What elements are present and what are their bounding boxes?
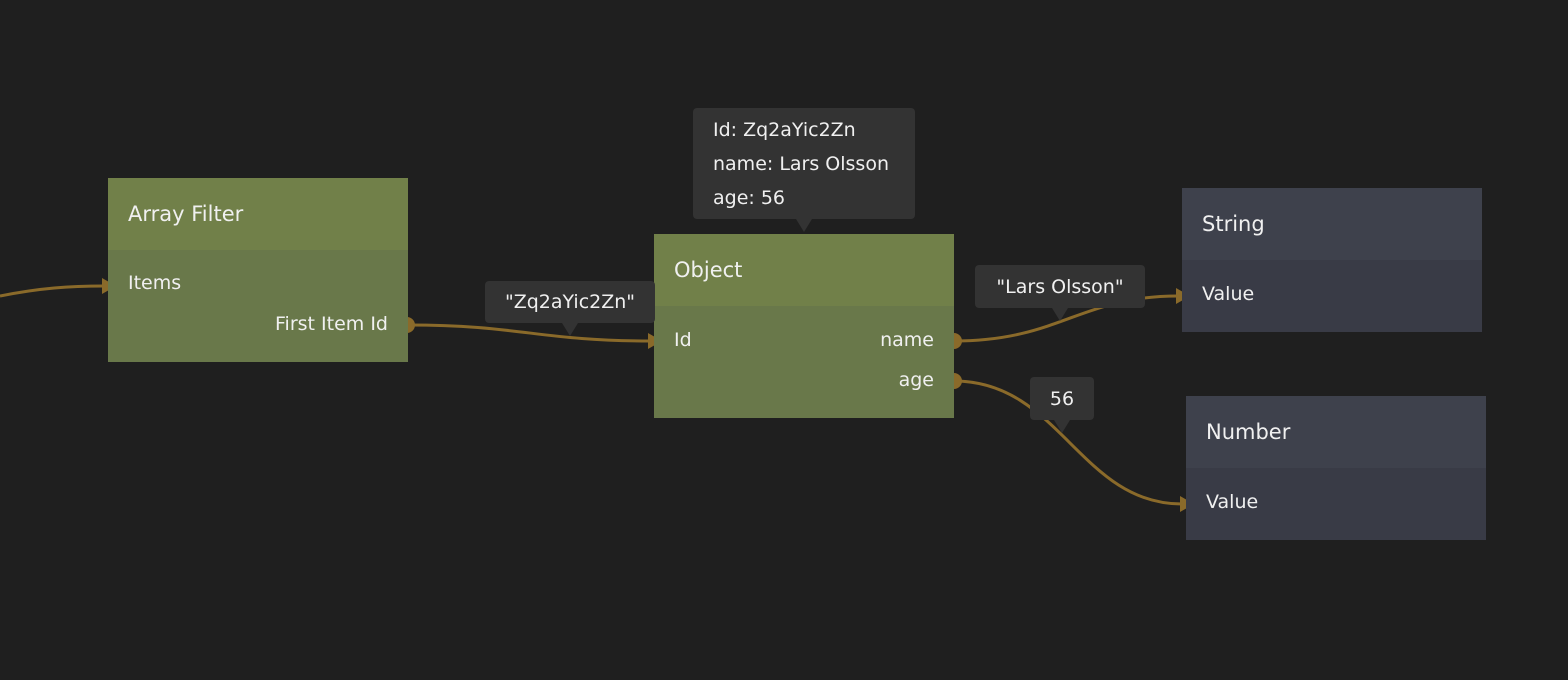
object-info-tooltip: Id: Zq2aYic2Zn name: Lars Olsson age: 56 — [693, 108, 915, 232]
node-body: Value — [1182, 260, 1482, 332]
age-value-tooltip: 56 — [1030, 377, 1094, 433]
tooltip-line-age: age: 56 — [713, 186, 786, 209]
name-value-tooltip: "Lars Olsson" — [975, 265, 1145, 321]
id-value-tooltip: "Zq2aYic2Zn" — [485, 281, 655, 336]
wire-age — [953, 379, 1183, 506]
wire-in-items — [0, 284, 105, 298]
tooltip-line-id: Id: Zq2aYic2Zn — [713, 118, 856, 141]
node-title: Number — [1186, 396, 1486, 468]
node-body: Id name age — [654, 306, 954, 418]
input-items[interactable]: Items — [128, 272, 182, 294]
node-title: String — [1182, 188, 1482, 260]
input-value[interactable]: Value — [1206, 491, 1259, 513]
number-node[interactable]: Number Value — [1186, 396, 1486, 540]
input-id[interactable]: Id — [674, 329, 692, 351]
object-node[interactable]: Object Id name age — [654, 234, 954, 418]
node-title: Array Filter — [108, 178, 408, 250]
node-title: Object — [654, 234, 954, 306]
string-node[interactable]: String Value — [1182, 188, 1482, 332]
wire-id — [407, 323, 651, 343]
node-body: Value — [1186, 468, 1486, 540]
input-value[interactable]: Value — [1202, 283, 1255, 305]
output-first-item-id[interactable]: First Item Id — [275, 313, 388, 335]
array-filter-node[interactable]: Array Filter Items First Item Id — [108, 178, 408, 362]
output-name[interactable]: name — [880, 329, 934, 351]
tooltip-line-name: name: Lars Olsson — [713, 152, 890, 175]
output-age[interactable]: age — [898, 369, 934, 391]
node-body: Items First Item Id — [108, 250, 408, 362]
